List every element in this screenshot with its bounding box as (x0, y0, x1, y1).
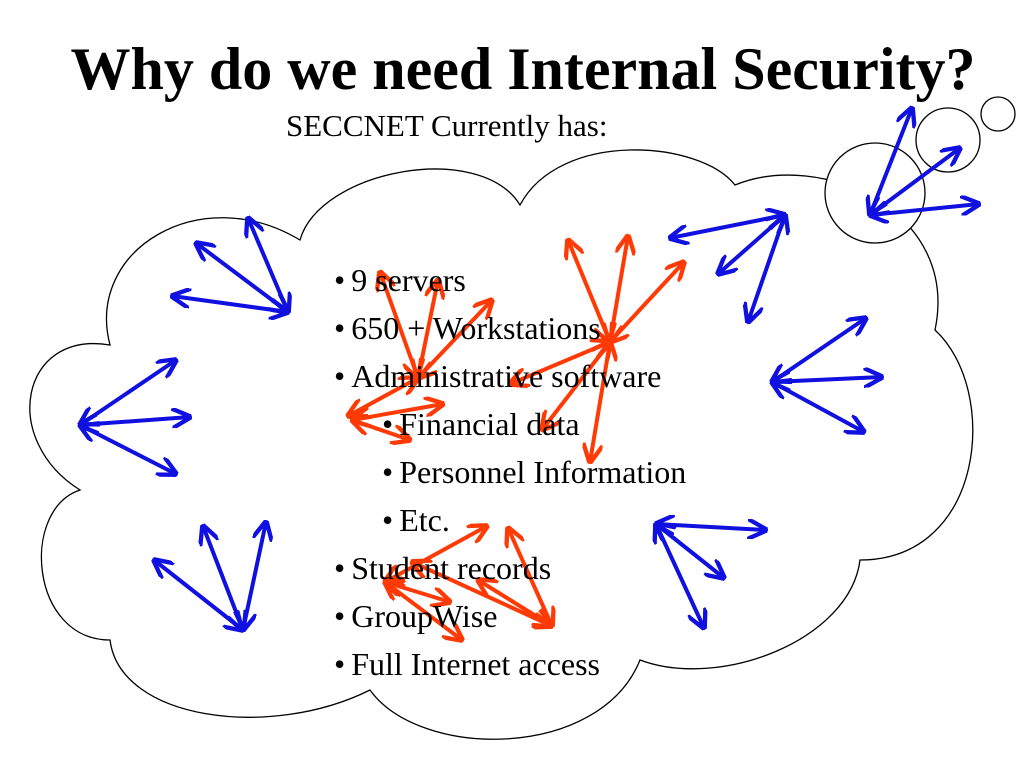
bidirectional-arrow-icon (656, 524, 704, 628)
bidirectional-arrow-icon (748, 215, 785, 322)
list-item: •Full Internet access (334, 646, 600, 682)
list-item: •650 + Workstations (334, 310, 601, 346)
list-item: •Administrative software (334, 358, 662, 394)
thought-bubble-icon (915, 107, 981, 173)
bidirectional-arrow-icon (772, 382, 864, 432)
subtitle: SECCNET Currently has: (286, 108, 608, 143)
bidirectional-arrow-icon (418, 300, 492, 378)
bidirectional-arrow-icon (154, 560, 243, 630)
thought-bubble-icon (824, 142, 926, 244)
bidirectional-arrow-icon (80, 425, 176, 474)
list-item: •Financial data (382, 406, 580, 442)
bidirectional-arrow-icon (590, 342, 610, 462)
list-item: •GroupWise (334, 598, 498, 634)
list-item: •Etc. (382, 502, 450, 538)
bullet-list: •9 servers •650 + Workstations •Administ… (334, 256, 686, 688)
external-arrows (80, 108, 979, 630)
bidirectional-arrow-icon (870, 204, 979, 215)
list-item: •Student records (334, 550, 552, 586)
bidirectional-arrow-icon (352, 420, 410, 440)
bidirectional-arrow-icon (478, 580, 552, 626)
bidirectional-arrow-icon (385, 526, 487, 582)
thought-bubble-icon (980, 96, 1016, 132)
list-item: •9 servers (334, 262, 466, 298)
internal-arrows (348, 236, 684, 640)
bidirectional-arrow-icon (172, 296, 288, 312)
page-title: Why do we need Internal Security? (70, 36, 976, 102)
list-item: •Personnel Information (382, 454, 687, 490)
bidirectional-arrow-icon (610, 262, 684, 342)
